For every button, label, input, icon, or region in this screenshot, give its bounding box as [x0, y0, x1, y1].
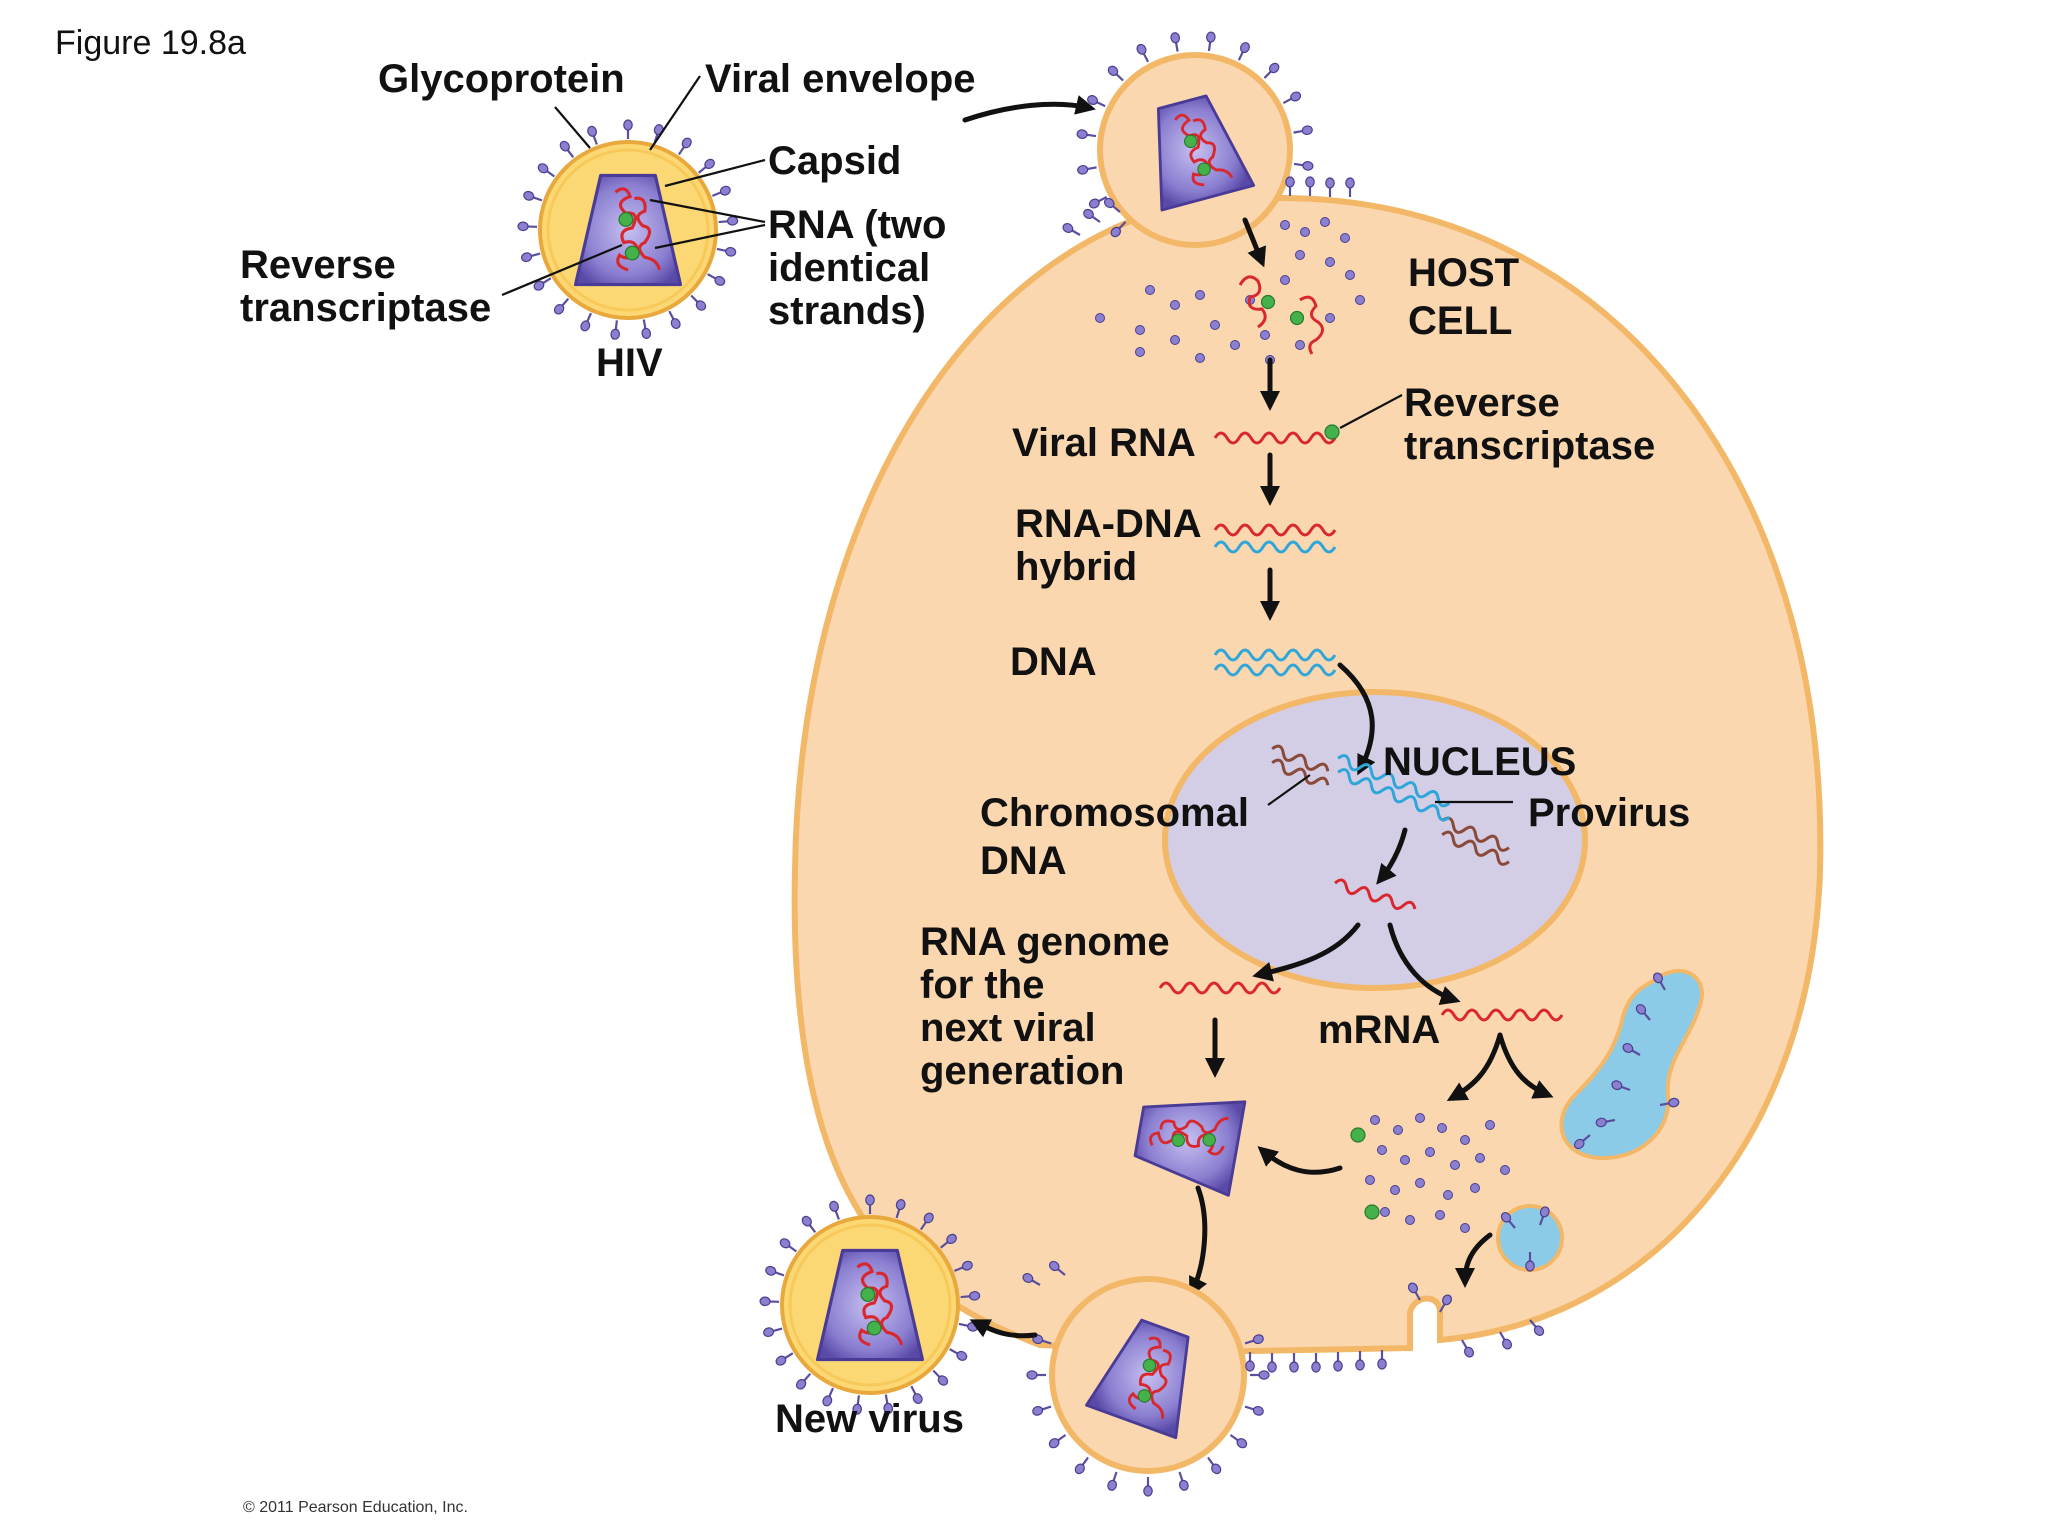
label-glycoprotein: Glycoprotein: [378, 57, 625, 101]
chromosomal-dna-strands: [1271, 744, 1510, 866]
label-rna-genome-line2: for the: [920, 963, 1044, 1007]
label-capsid: Capsid: [768, 139, 901, 183]
label-host-cell-line2: CELL: [1408, 299, 1512, 343]
arrow-mrna-to-proteins: [1446, 1032, 1503, 1101]
label-reverse-transcriptase-cell-line2: transcriptase: [1404, 424, 1655, 468]
label-rna-line2: identical: [768, 246, 930, 290]
viral-rna-strand: [1213, 431, 1337, 445]
rna-dna-hybrid-strands: [1213, 523, 1337, 554]
arrow-hiv-to-cell: [962, 95, 1096, 123]
label-viral-envelope: Viral envelope: [705, 57, 976, 101]
arrow-mrna-to-er: [1497, 1032, 1554, 1099]
copyright-notice: © 2011 Pearson Education, Inc.: [243, 1499, 468, 1516]
arrow-dna-to-nucleus: [1337, 662, 1376, 776]
label-rna-line1: RNA (two: [768, 203, 946, 247]
leader-viral-envelope: [649, 75, 701, 151]
label-reverse-transcriptase-hiv-line2: transcriptase: [240, 286, 491, 330]
label-reverse-transcriptase-cell-line1: Reverse: [1404, 381, 1560, 425]
viral-dna-strands: [1213, 648, 1337, 677]
transcribed-rna: [1334, 878, 1417, 910]
arrow-release: [969, 1319, 1038, 1339]
label-rna-genome-line3: next viral: [920, 1006, 1096, 1050]
released-viral-rna: [1238, 275, 1324, 355]
transport-vesicle: [1496, 1204, 1564, 1273]
label-rna-genome-line1: RNA genome: [920, 920, 1170, 964]
arrow-uncoating: [1242, 217, 1267, 268]
label-host-cell-line1: HOST: [1408, 251, 1519, 295]
reverse-transcriptase-enzyme: [1324, 424, 1340, 440]
label-dna: DNA: [1010, 640, 1097, 684]
label-chromosomal-dna-line2: DNA: [980, 839, 1067, 883]
label-reverse-transcriptase-hiv-line1: Reverse: [240, 243, 396, 287]
leader-chromosomal-dna: [1267, 774, 1311, 806]
provirus-strands: [1337, 754, 1451, 822]
label-provirus: Provirus: [1528, 791, 1690, 835]
label-mrna: mRNA: [1318, 1008, 1440, 1052]
label-viral-rna: Viral RNA: [1012, 421, 1196, 465]
uncoating-capsid-proteins: [1095, 217, 1365, 365]
endoplasmic-reticulum: [1559, 968, 1704, 1161]
label-new-virus: New virus: [775, 1397, 964, 1441]
budding-virion: [1025, 1276, 1271, 1498]
leader-rna-a: [649, 198, 766, 224]
arrow-to-rna-genome: [1252, 922, 1361, 982]
leader-glycoprotein: [554, 106, 591, 149]
arrow-vesicle-to-membrane: [1455, 1232, 1493, 1288]
new-reverse-transcriptase: [1350, 1127, 1366, 1143]
arrow-provirus-transcription: [1376, 827, 1408, 885]
nucleus: [1162, 689, 1588, 991]
mrna-strand: [1440, 1008, 1564, 1022]
new-reverse-transcriptase: [1364, 1204, 1380, 1220]
label-rna-line3: strands): [768, 289, 926, 333]
label-rna-genome-line4: generation: [920, 1049, 1124, 1093]
leader-capsid: [664, 158, 766, 188]
label-rna-dna-hybrid-line1: RNA-DNA: [1015, 502, 1202, 546]
rna-genome-strand: [1158, 981, 1282, 995]
entering-virion: [1075, 30, 1315, 248]
arrow-proteins-to-assembly: [1257, 1146, 1343, 1175]
leader-reverse-transcriptase-hiv: [501, 243, 623, 297]
leader-reverse-transcriptase-cell: [1339, 394, 1403, 429]
figure-label: Figure 19.8a: [55, 24, 246, 62]
label-hiv: HIV: [596, 341, 663, 385]
leader-rna-b: [654, 223, 766, 250]
translated-viral-proteins: [1365, 1113, 1510, 1233]
label-nucleus: NUCLEUS: [1383, 740, 1576, 784]
hiv-virion: [518, 120, 738, 340]
arrow-to-mrna: [1387, 922, 1461, 1006]
arrow-to-budding: [1189, 1185, 1208, 1298]
label-rna-dna-hybrid-line2: hybrid: [1015, 545, 1137, 589]
label-chromosomal-dna-line1: Chromosomal: [980, 791, 1249, 835]
